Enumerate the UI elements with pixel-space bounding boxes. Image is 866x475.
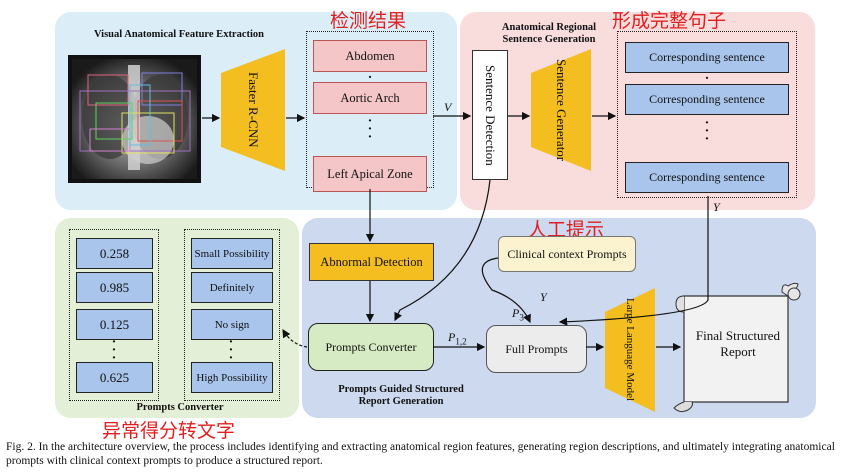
p3-sub: 3 (519, 312, 524, 323)
region-dot: . (368, 67, 372, 82)
sentence-panel-title: Anatomical Regional Sentence Generation (501, 22, 597, 45)
faster-rcnn-label: Faster R-CNN (246, 72, 261, 148)
region-item: Aortic Arch (313, 82, 427, 114)
sentence-detection-block (472, 50, 508, 180)
sentence-list-container (617, 31, 797, 198)
v-label: V (444, 100, 452, 114)
p3-label: P3 (512, 306, 524, 322)
manual-prompt-annotation: 人工提示 (528, 219, 605, 241)
sentence-generator-label: Sentence Generator (554, 58, 569, 162)
guided-panel-title: Prompts Guided Structured Report Generat… (338, 384, 464, 407)
clinical-context-prompts-box: Clinical context Prompts (498, 236, 636, 272)
region-item: Abdomen (313, 40, 427, 72)
sentence-item: Corresponding sentence (625, 42, 789, 73)
abnormal-detection-box: Abnormal Detection (309, 243, 434, 281)
sentence-item: Corresponding sentence (625, 84, 789, 115)
score-list-container (69, 229, 159, 401)
converter-panel-title: Prompts Converter (136, 402, 224, 413)
figure-caption: Fig. 2. In the architecture overview, th… (6, 441, 835, 467)
p12-sub: 1,2 (455, 336, 467, 347)
final-report-scroll (673, 282, 801, 413)
score-item: 0.125 (76, 309, 153, 340)
complete-sentence-annotation: 形成完整句子 (612, 10, 727, 32)
sentence-detection-label: Sentence Detection (483, 64, 498, 166)
prompts-converter-box: Prompts Converter (308, 323, 434, 371)
llm-label: Large Language Model (624, 298, 636, 402)
text-prompt-item: No sign (191, 309, 273, 340)
final-report-label: Final Structured Report (695, 328, 781, 359)
region-ellipsis: ··· (367, 114, 373, 145)
text-prompt-item: Definitely (191, 272, 273, 303)
region-item: Left Apical Zone (313, 156, 427, 192)
y-label-sentences: Y (713, 200, 720, 214)
faster-rcnn-block (221, 49, 285, 171)
text-prompt-item: Small Possibility (191, 238, 273, 269)
text-prompt-ellipsis: ··· (228, 335, 234, 366)
full-prompts-box: Full Prompts (486, 325, 587, 373)
score-item: 0.625 (76, 362, 153, 393)
text-prompt-item: High Possibility (191, 362, 273, 393)
sentence-dot: . (705, 68, 709, 83)
score-item: 0.985 (76, 272, 153, 303)
p12-main: P (448, 330, 456, 344)
detection-result-annotation: 检测结果 (330, 10, 407, 32)
y-label-full-prompts: Y (540, 290, 547, 304)
score-ellipsis: ··· (111, 335, 117, 366)
p12-label: P1,2 (448, 330, 467, 346)
score-to-text-annotation: 异常得分转文字 (102, 420, 236, 442)
score-item: 0.258 (76, 238, 153, 269)
sentence-generator-block (531, 49, 591, 171)
sentence-item: Corresponding sentence (625, 162, 789, 193)
visual-panel-title: Visual Anatomical Feature Extraction (93, 29, 265, 40)
p3-main: P (512, 306, 520, 320)
text-prompt-container (184, 229, 280, 401)
sentence-ellipsis: ··· (704, 116, 710, 147)
chest-xray-image (68, 55, 201, 183)
